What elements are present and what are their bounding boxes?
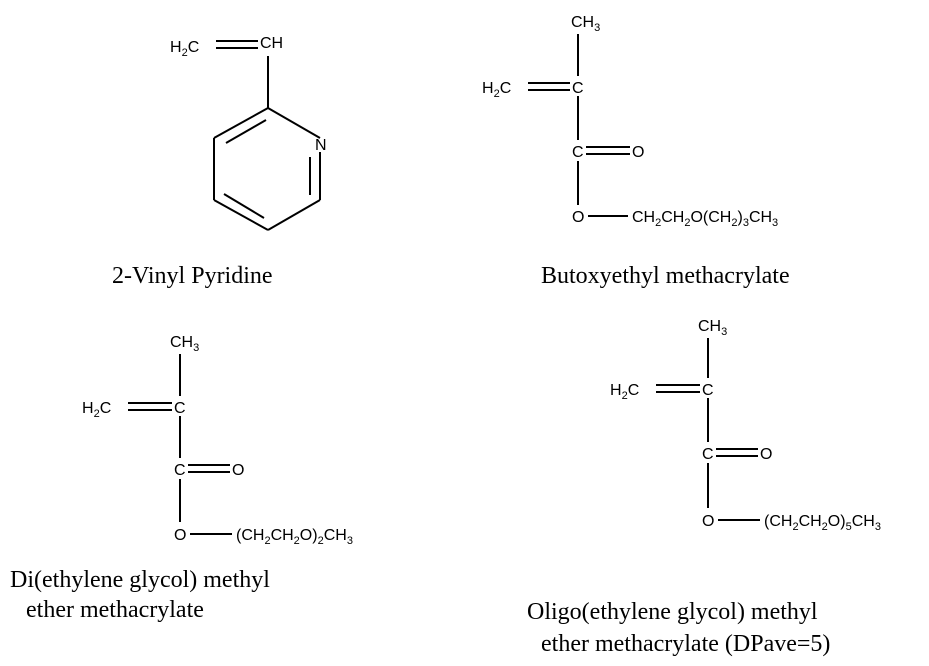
vp-ch-label: CH [260,35,283,52]
vp-ring-bond-1 [267,107,321,139]
be-tail-label: CH2CH2O(CH2)3CH3 [632,209,778,229]
caption-di-eg-line1: Di(ethylene glycol) methyl [10,567,270,593]
be-o-carbonyl-label: O [632,144,644,161]
oeg-ch3-label: CH3 [698,318,727,338]
vp-ring-bond-4 [213,199,269,231]
oeg-c-carbonyl-label: C [702,446,714,463]
oeg-o-carbonyl-label: O [760,446,772,463]
deg-c-alpha-label: C [174,400,186,417]
deg-ch3-label: CH3 [170,334,199,354]
be-h2c-label: H2C [482,80,511,100]
deg-o-carbonyl-label: O [232,462,244,479]
structure-butoxyethyl: CH3 H2C C C O O CH2CH2O(CH2)3CH3 [482,14,778,229]
oeg-o-ester-label: O [702,513,714,530]
vp-h2c-label: H2C [170,39,199,59]
deg-h2c-label: H2C [82,400,111,420]
vp-ring-inner-3 [223,193,265,219]
caption-oligo-eg-line2: ether methacrylate (DPave=5) [541,631,831,657]
deg-c-carbonyl-label: C [174,462,186,479]
caption-oligo-eg-line1: Oligo(ethylene glycol) methyl [527,599,818,625]
caption-vinyl-pyridine: 2-Vinyl Pyridine [112,263,273,289]
structure-vinyl-pyridine: H2C CH N [170,35,327,231]
oeg-c-alpha-label: C [702,382,714,399]
vp-ring-inner-1 [225,119,267,144]
be-c-carbonyl-label: C [572,144,584,161]
be-ch3-label: CH3 [571,14,600,34]
vp-ring-bond-3 [267,199,321,231]
caption-di-eg-line2: ether methacrylate [26,597,204,623]
deg-tail-label: (CH2CH2O)2CH3 [236,527,353,547]
vp-ring-bond-6 [213,107,269,139]
deg-o-ester-label: O [174,527,186,544]
caption-butoxyethyl: Butoxyethyl methacrylate [541,263,790,289]
structure-di-eg: CH3 H2C C C O O (CH2CH2O)2CH3 [82,334,353,547]
structure-oligo-eg: CH3 H2C C C O O (CH2CH2O)5CH3 [610,318,881,533]
oeg-tail-label: (CH2CH2O)5CH3 [764,513,881,533]
be-o-ester-label: O [572,209,584,226]
vp-n-label: N [315,137,327,154]
oeg-h2c-label: H2C [610,382,639,402]
be-c-alpha-label: C [572,80,584,97]
